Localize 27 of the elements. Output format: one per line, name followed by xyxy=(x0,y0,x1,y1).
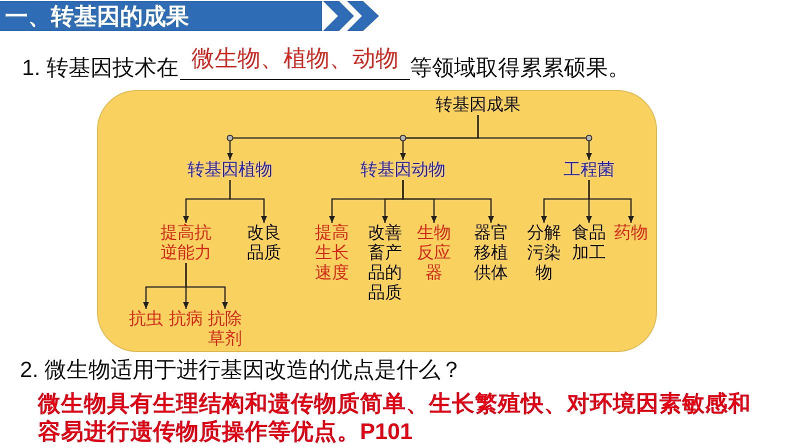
question-text: 2. 微生物适用于进行基因改造的优点是什么？ xyxy=(20,357,462,383)
tree-label: 工程菌 xyxy=(564,160,614,180)
tree-label: 转基因动物 xyxy=(360,160,446,180)
rounded-panel xyxy=(97,90,657,352)
tree-label: 改善畜产品的品质 xyxy=(367,223,403,303)
connector-arrow xyxy=(185,263,228,309)
answer-text: 微生物具有生理结构和遗传物质简单、生长繁殖快、对环境因素敏感和容易进行遗传物质操作等优点。P101 xyxy=(38,390,752,446)
tree-label: 抗病 xyxy=(168,309,204,329)
tree-label: 抗虫 xyxy=(128,309,164,329)
connector-arrow xyxy=(588,180,634,223)
tree-label: 转基因成果 xyxy=(436,95,520,115)
question-text: 等领域取得累累硕果。 xyxy=(410,55,630,81)
answer-text: 微生物、植物、动物 xyxy=(192,44,398,72)
question-text: 1. 转基因技术在 xyxy=(22,55,178,81)
tree-label: 生物反应器 xyxy=(416,223,452,283)
connector-arrow xyxy=(402,180,494,223)
tree-label: 提高生长速度 xyxy=(314,223,350,283)
tree-label: 抗除草剂 xyxy=(207,309,243,349)
tree-label: 食品加工 xyxy=(571,223,607,263)
tree-label: 改良品质 xyxy=(246,223,282,263)
tree-label: 提高抗逆能力 xyxy=(160,223,212,263)
connector-arrow xyxy=(477,115,592,160)
tree-label: 转基因植物 xyxy=(188,160,272,180)
tree-label: 药物 xyxy=(613,223,649,243)
connector-arrow xyxy=(229,180,267,223)
tree-label: 分解污染物 xyxy=(526,223,562,283)
tree-label: 器官移植供体 xyxy=(473,223,509,283)
